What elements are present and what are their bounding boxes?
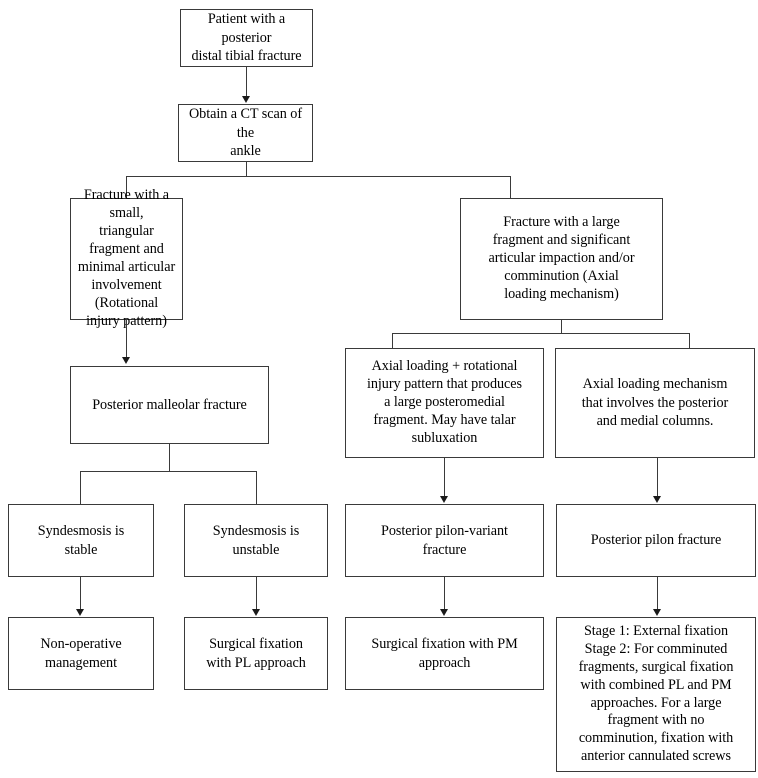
node-pilon-variant: Posterior pilon-variant fracture [345,504,544,577]
arrowhead-root-to-ct [241,96,250,103]
connector-stable-to-nonop [80,577,82,610]
connector-large-split-left [392,333,394,349]
connector-ct-split-bar [126,176,511,178]
connector-malleolar-split-left [80,471,82,504]
node-non-operative: Non-operative management [8,617,154,690]
connector-ct-split-left [126,176,128,198]
node-axial-columns: Axial loading mechanism that involves th… [555,348,755,458]
arrowhead-pilon-to-staged [652,609,661,616]
node-axial-rotational: Axial loading + rotational injury patter… [345,348,544,458]
connector-large-split-bar [392,333,690,335]
connector-large-split-right [688,333,690,349]
node-syndesmosis-unstable: Syndesmosis is unstable [184,504,328,577]
connector-small-to-malleolar [126,320,128,358]
node-pm-approach: Surgical fixation with PM approach [345,617,544,690]
connector-variant-to-pm [443,577,446,610]
node-staged-treatment: Stage 1: External fixation Stage 2: For … [556,617,756,772]
node-posterior-malleolar: Posterior malleolar fracture [70,366,269,444]
node-small-fragment: Fracture with a small, triangular fragme… [70,187,183,329]
connector-ct-stem [245,162,247,177]
arrowhead-variant-to-pm [439,609,448,616]
connector-ct-split-right [509,176,511,198]
connector-unstable-to-pl [255,577,257,610]
connector-root-to-ct [245,67,247,97]
arrowhead-columns-to-pilon [652,496,661,503]
connector-pilon-to-staged [656,577,659,610]
arrowhead-unstable-to-pl [251,609,260,616]
arrowhead-rotational-to-variant [439,496,448,503]
connector-malleolar-split-bar [80,471,257,473]
connector-large-stem [560,320,563,334]
connector-columns-to-pilon [656,458,659,497]
arrowhead-small-to-malleolar [122,357,130,364]
connector-malleolar-stem [169,444,171,472]
node-large-fragment: Fracture with a large fragment and signi… [460,198,663,320]
arrowhead-stable-to-nonop [76,609,84,616]
node-root: Patient with a posterior distal tibial f… [180,9,313,67]
node-syndesmosis-stable: Syndesmosis is stable [8,504,154,577]
connector-rotational-to-variant [443,458,446,497]
node-pilon-fracture: Posterior pilon fracture [556,504,756,577]
connector-malleolar-split-right [255,471,257,504]
node-ct-scan: Obtain a CT scan of the ankle [178,104,313,162]
node-pl-approach: Surgical fixation with PL approach [184,617,328,690]
